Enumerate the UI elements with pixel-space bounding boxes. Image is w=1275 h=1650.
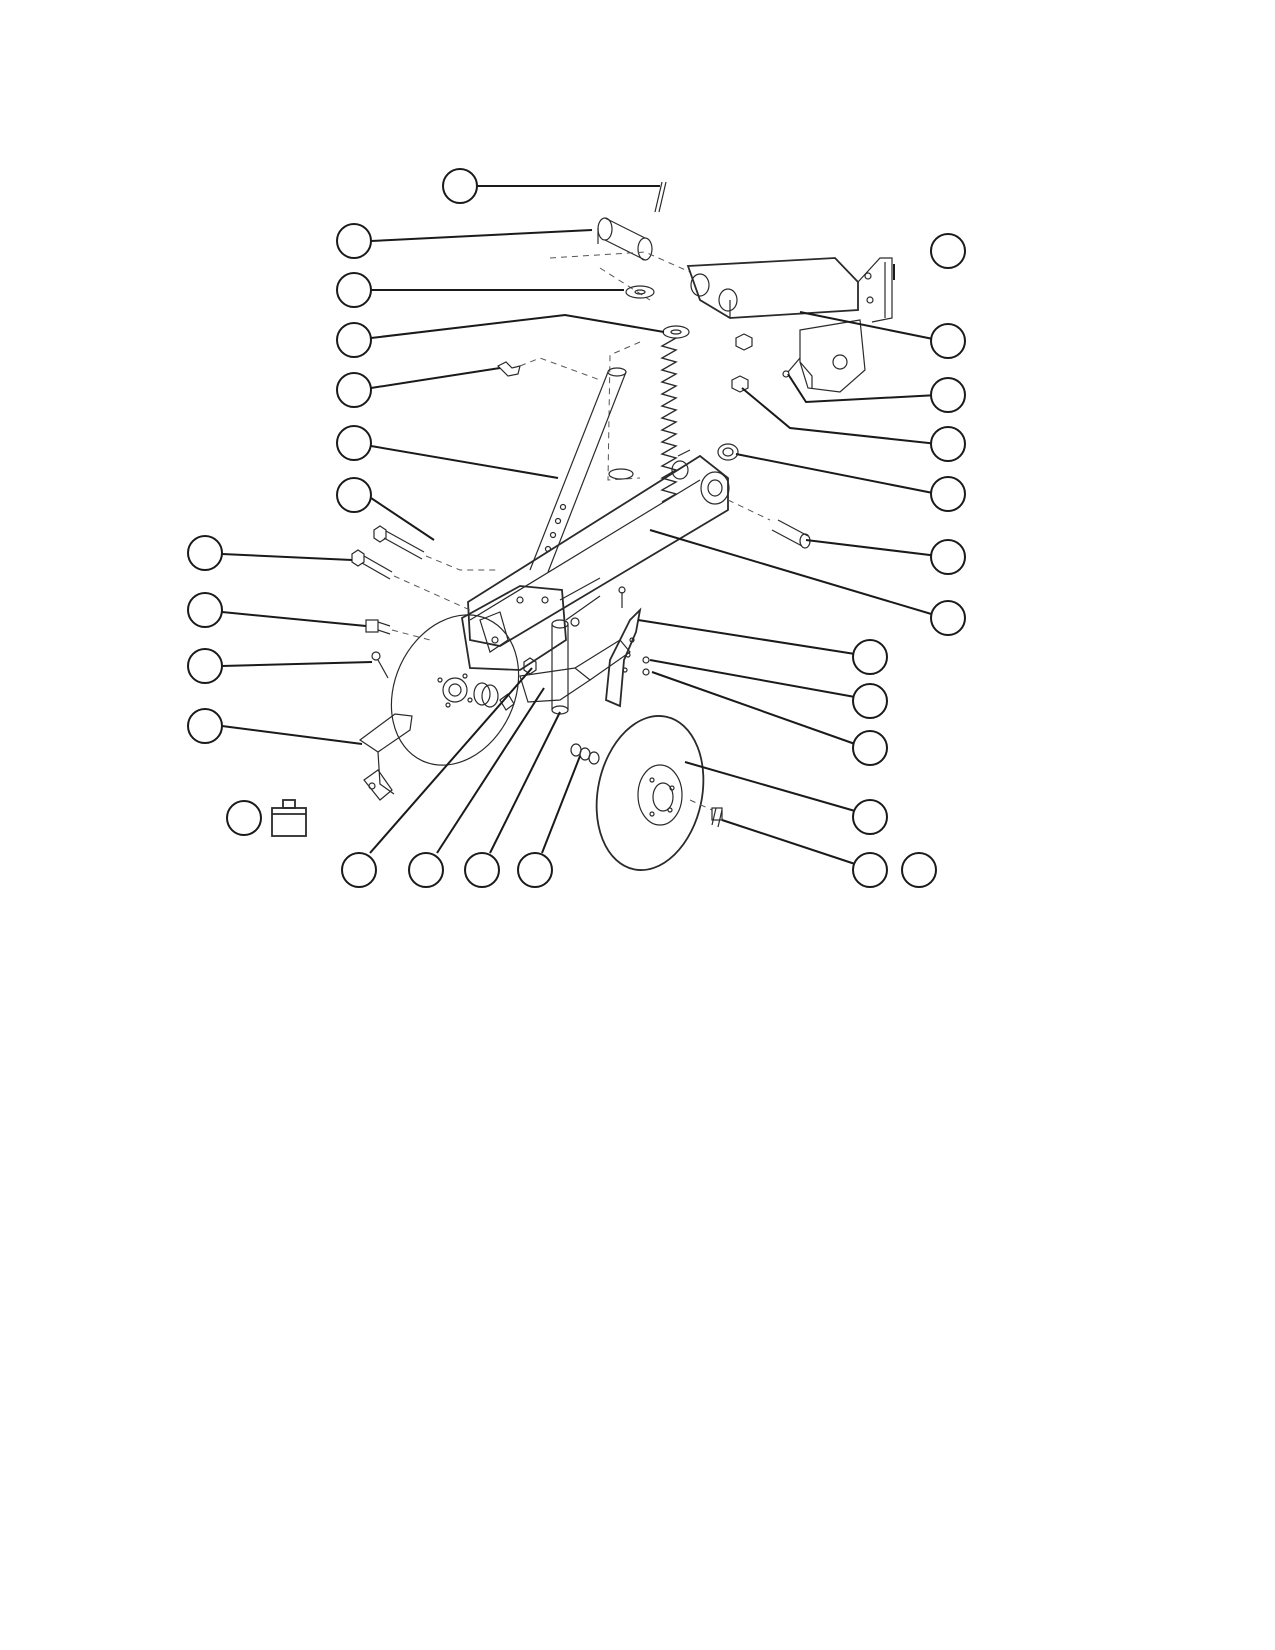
carriage-bolt [782, 357, 801, 378]
callout-c16 [930, 426, 966, 462]
cotter-pin [654, 181, 667, 213]
callout-c8 [187, 535, 223, 571]
spring-rod [529, 367, 627, 573]
leader-lines [221, 185, 939, 865]
callout-c3 [336, 272, 372, 308]
callout-c28 [464, 852, 500, 888]
scraper-arm [605, 586, 642, 708]
callout-c13 [930, 233, 966, 269]
mounting-bracket [686, 257, 893, 393]
scraper-bracket [358, 713, 413, 801]
callout-c1 [442, 168, 478, 204]
callout-c20 [852, 639, 888, 675]
callout-c23 [852, 799, 888, 835]
lock-nut [523, 657, 537, 675]
shoulder-bolt [365, 619, 431, 641]
clip [496, 357, 601, 381]
callout-c10 [187, 648, 223, 684]
callout-c21 [852, 683, 888, 719]
callout-c12 [226, 800, 262, 836]
callout-circles [187, 168, 966, 888]
disc-bolt [711, 807, 723, 828]
callout-c4 [336, 322, 372, 358]
spring-seat [662, 325, 690, 339]
hub-bearing [473, 682, 515, 711]
kit-box-icon [271, 799, 307, 837]
hex-nut-a [735, 333, 753, 351]
callout-c6 [336, 425, 372, 461]
callout-c15 [930, 377, 966, 413]
callout-c19 [930, 600, 966, 636]
bolt-top [570, 617, 580, 627]
callout-c14 [930, 323, 966, 359]
callout-c18 [930, 539, 966, 575]
spring-seat-lower [608, 468, 634, 480]
small-washer [642, 656, 650, 676]
row-unit-frame [461, 577, 601, 671]
callout-c7 [336, 477, 372, 513]
callout-c27 [408, 852, 444, 888]
callout-c11 [187, 708, 223, 744]
small-screw [371, 651, 389, 679]
callout-c9 [187, 592, 223, 628]
parallel-arm [467, 449, 771, 647]
callout-c22 [852, 730, 888, 766]
parts-drawing [271, 181, 893, 871]
long-bolt [373, 525, 500, 571]
callout-c2 [336, 223, 372, 259]
flanged-bushing [717, 443, 739, 461]
opener-disc [595, 715, 713, 871]
cap-screw-long [351, 549, 471, 611]
callout-c26 [341, 852, 377, 888]
callout-c5 [336, 372, 372, 408]
lower-bracket [519, 639, 631, 703]
callout-c29 [517, 852, 553, 888]
gauge-wheel [390, 614, 520, 766]
hex-nut-b [731, 375, 749, 393]
washer-top [625, 285, 655, 299]
callout-c17 [930, 476, 966, 512]
callout-c25 [901, 852, 937, 888]
arm-pin [771, 519, 811, 549]
compression-spring [660, 337, 678, 503]
pivot-pin [597, 217, 653, 261]
callout-c24 [852, 852, 888, 888]
washer-stack [570, 743, 600, 765]
